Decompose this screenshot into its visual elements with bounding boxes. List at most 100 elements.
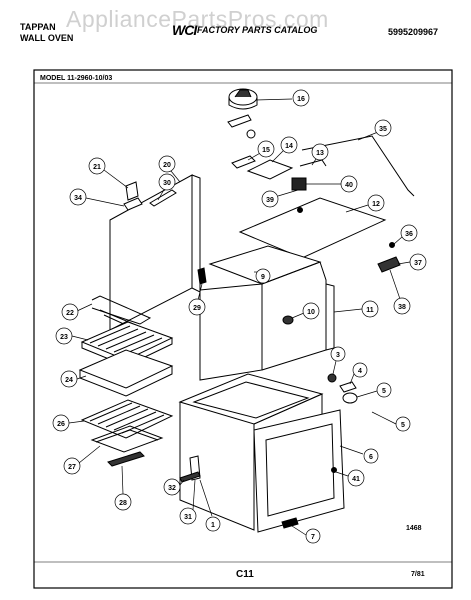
part-29-bracket (197, 267, 207, 285)
part-14-bracket (246, 159, 294, 180)
svg-text:16: 16 (297, 96, 305, 103)
svg-text:23: 23 (60, 334, 68, 341)
svg-text:32: 32 (168, 485, 176, 492)
part-3-knob (327, 373, 337, 383)
callout-22: 22 (61, 303, 93, 321)
wci-logo: WCI (172, 22, 197, 38)
svg-text:28: 28 (119, 500, 127, 507)
part-7-clip (281, 517, 299, 529)
brand-line-2: WALL OVEN (20, 33, 74, 43)
part-28-bracket (107, 451, 145, 467)
part-41-screw (331, 467, 337, 473)
callout-26: 26 (52, 414, 85, 432)
part-36-screw (389, 242, 395, 248)
svg-text:15: 15 (262, 147, 270, 154)
part-32-bracket (179, 471, 201, 483)
svg-text:41: 41 (352, 476, 360, 483)
part-27-bake-element (90, 425, 164, 453)
svg-text:4: 4 (358, 368, 362, 375)
part-11-side (325, 283, 335, 351)
callout-37: 37 (397, 253, 427, 271)
svg-text:1: 1 (211, 522, 215, 529)
svg-text:9: 9 (261, 274, 265, 281)
page-number: C11 (236, 569, 254, 580)
callout-20: 20 (158, 155, 181, 183)
callout-6: 6 (339, 445, 379, 464)
callout-3: 3 (330, 346, 346, 375)
part-10-fitting (282, 315, 294, 325)
callout-27: 27 (63, 445, 101, 475)
svg-text:14: 14 (285, 143, 293, 150)
callout-35: 35 (357, 119, 392, 141)
part-12-top-panel (238, 197, 387, 259)
svg-text:37: 37 (414, 260, 422, 267)
svg-text:35: 35 (379, 126, 387, 133)
callout-11: 11 (333, 300, 379, 318)
part-30-bracket (149, 189, 177, 207)
part-20-side-panel (109, 174, 193, 331)
callout-5: 5 (356, 382, 392, 398)
callout-4: 4 (349, 362, 368, 385)
svg-text:38: 38 (398, 304, 406, 311)
part-24-broiler-pan (78, 349, 174, 389)
brand-block: TAPPAN WALL OVEN (20, 22, 73, 44)
callout-32: 32 (163, 478, 185, 496)
part-40-terminal-block (291, 177, 307, 191)
svg-text:13: 13 (316, 150, 324, 157)
callout-31: 31 (179, 479, 197, 525)
callout-9: 9 (254, 268, 271, 284)
svg-text:26: 26 (57, 421, 65, 428)
callout-30: 30 (157, 173, 176, 201)
part-5-thermostat (342, 392, 358, 404)
svg-text:3: 3 (336, 352, 340, 359)
callout-16: 16 (255, 89, 310, 107)
svg-text:20: 20 (163, 162, 171, 169)
callout-7: 7 (291, 525, 321, 544)
revision-date: 7/81 (411, 571, 425, 578)
svg-text:24: 24 (65, 377, 73, 384)
callout-36: 36 (393, 224, 418, 245)
callout-21: 21 (88, 157, 129, 189)
svg-text:31: 31 (184, 514, 192, 521)
svg-text:12: 12 (372, 201, 380, 208)
part-16-light-assembly (227, 88, 258, 139)
svg-text:30: 30 (163, 180, 171, 187)
callout-12: 12 (345, 194, 385, 213)
svg-text:6: 6 (369, 454, 373, 461)
watermark: AppliancePartsPros.com (66, 6, 329, 32)
callout-10: 10 (291, 302, 320, 320)
part-21-clip (125, 181, 139, 201)
svg-text:34: 34 (74, 195, 82, 202)
part-22-broil-element (91, 295, 152, 325)
svg-text:5: 5 (401, 422, 405, 429)
drawing-code: 1468 (406, 525, 422, 532)
svg-text:7: 7 (311, 534, 315, 541)
svg-text:22: 22 (66, 310, 74, 317)
model-number: MODEL 11-2960-10/03 (40, 75, 113, 82)
svg-text:40: 40 (345, 182, 353, 189)
svg-text:11: 11 (366, 307, 374, 314)
svg-text:36: 36 (405, 231, 413, 238)
callout-38: 38 (389, 269, 411, 315)
svg-text:29: 29 (193, 305, 201, 312)
callout-1: 1 (199, 479, 221, 532)
callout-39: 39 (261, 189, 299, 208)
svg-text:5: 5 (382, 388, 386, 395)
callout-1-right: 5 (371, 411, 411, 432)
svg-text:10: 10 (307, 309, 315, 316)
svg-text:27: 27 (68, 464, 76, 471)
callout-13: 13 (311, 143, 329, 166)
callout-41: 41 (335, 469, 365, 487)
part-34-bracket (123, 197, 143, 211)
part-26-oven-rack (80, 399, 174, 439)
callout-29: 29 (188, 283, 206, 316)
catalog-number: 5995209967 (388, 27, 439, 37)
part-35-rod (301, 135, 415, 197)
callout-28: 28 (114, 465, 132, 511)
callout-14: 14 (271, 136, 298, 163)
catalog-title: FACTORY PARTS CATALOG (197, 25, 318, 35)
callout-24: 24 (60, 370, 87, 388)
svg-text:21: 21 (93, 164, 101, 171)
part-37-hinge (377, 256, 401, 273)
